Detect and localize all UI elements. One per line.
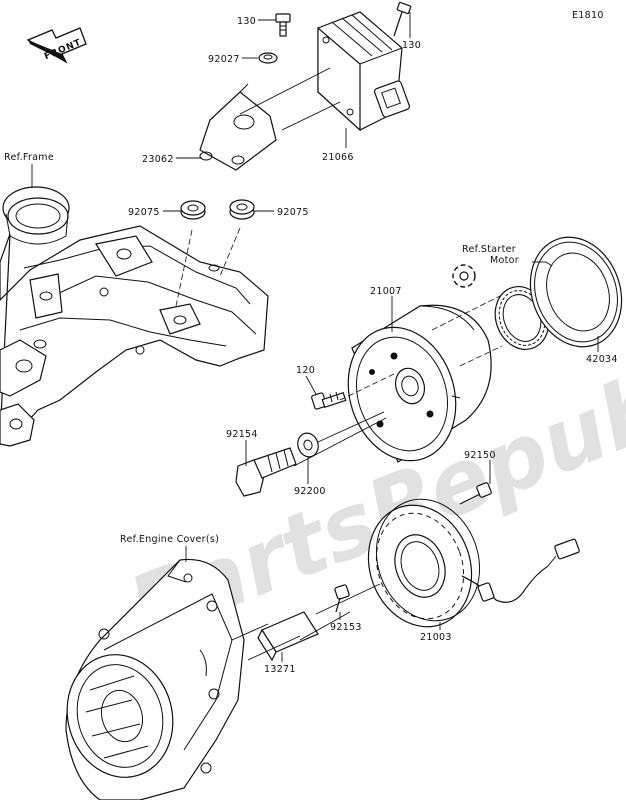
- front-arrow-icon: FRONT: [26, 27, 87, 64]
- part-label-92153[interactable]: 92153: [330, 622, 362, 633]
- ref-label-starter-motor[interactable]: Ref.Starter Motor: [462, 244, 519, 266]
- part-label-120[interactable]: 120: [296, 365, 315, 376]
- diagram-code: E1810: [572, 10, 604, 21]
- stator-21003[interactable]: [352, 485, 496, 642]
- bolt-92154[interactable]: [235, 447, 297, 497]
- part-label-130[interactable]: 130: [237, 16, 256, 27]
- bolt-92153[interactable]: [334, 584, 350, 613]
- bolt-120[interactable]: [311, 391, 347, 410]
- damper-92075-right[interactable]: [229, 199, 255, 220]
- part-label-92075-right[interactable]: 92075: [277, 207, 309, 218]
- bolt-130-right[interactable]: [393, 1, 412, 37]
- grommet-13271[interactable]: [257, 611, 319, 662]
- engine-cover-reference-drawing: [65, 558, 245, 800]
- bolt-130-small[interactable]: [275, 13, 291, 37]
- part-labels: 130 130 92027 21066 23062 92075 92075 21…: [4, 16, 618, 675]
- part-label-92200[interactable]: 92200: [294, 486, 326, 497]
- part-label-92075-left[interactable]: 92075: [128, 207, 160, 218]
- part-label-130-right[interactable]: 130: [402, 40, 421, 51]
- part-label-23062[interactable]: 23062: [142, 154, 174, 165]
- washer-92200[interactable]: [295, 430, 321, 459]
- ref-label-starter-motor-text: Ref.Starter: [462, 244, 516, 255]
- part-label-92154[interactable]: 92154: [226, 429, 258, 440]
- damper-92075-left[interactable]: [180, 200, 206, 220]
- part-label-13271[interactable]: 13271: [264, 664, 296, 675]
- leader-lines: [31, 12, 599, 662]
- gear-42034[interactable]: [516, 224, 626, 359]
- ref-label-engine-cover[interactable]: Ref.Engine Cover(s): [120, 534, 219, 545]
- stator-wiring-harness: [461, 538, 580, 603]
- part-label-21066[interactable]: 21066: [322, 152, 354, 163]
- rotor-21007[interactable]: [332, 304, 492, 475]
- part-label-92027[interactable]: 92027: [208, 54, 240, 65]
- bolt-92150[interactable]: [459, 482, 492, 505]
- frame-reference-drawing: [0, 186, 269, 447]
- regulator-rectifier-21066[interactable]: [317, 11, 411, 132]
- ref-label-frame[interactable]: Ref.Frame: [4, 152, 54, 163]
- part-label-21007[interactable]: 21007: [370, 286, 402, 297]
- gear-icon: [452, 264, 476, 288]
- part-label-21003[interactable]: 21003: [420, 632, 452, 643]
- collar-92027[interactable]: [258, 52, 278, 64]
- bracket-23062[interactable]: [199, 83, 277, 171]
- part-label-42034[interactable]: 42034: [586, 354, 618, 365]
- ref-label-starter-motor-line2: Motor: [490, 255, 519, 266]
- part-label-92150[interactable]: 92150: [464, 450, 496, 461]
